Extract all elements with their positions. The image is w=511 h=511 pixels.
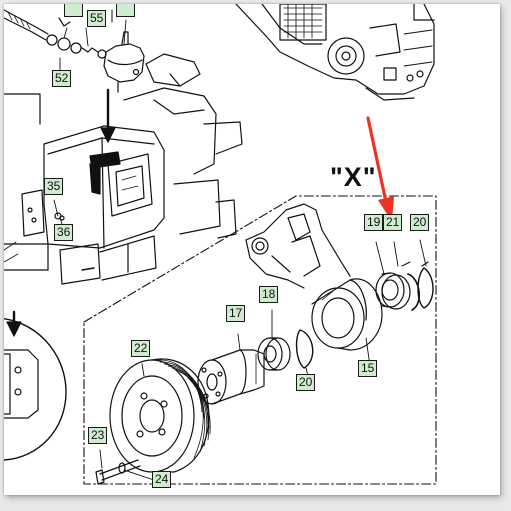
- tensioner-bracket: [245, 203, 351, 289]
- callout-20-middle[interactable]: 20: [296, 374, 316, 391]
- callout-36[interactable]: 36: [54, 224, 74, 241]
- view-x-label: "X": [330, 162, 377, 192]
- callout-55-left[interactable]: [64, 4, 83, 17]
- callout-21[interactable]: 21: [383, 214, 403, 231]
- detail-view-dashed-frame: [83, 195, 437, 485]
- callout-15[interactable]: 15: [358, 360, 378, 377]
- bolt-parts-35-36: [54, 212, 65, 221]
- exploded-view-drawing: [4, 4, 437, 485]
- bearing-part-19: [375, 272, 411, 310]
- callout-55[interactable]: 55: [87, 10, 107, 27]
- callout-35[interactable]: 35: [44, 178, 64, 195]
- pulley-housing-part-15: [311, 278, 383, 351]
- callout-22[interactable]: 22: [131, 340, 151, 357]
- shaft-part-17: [197, 349, 265, 405]
- black-pointer-arrow: [89, 88, 121, 169]
- bearing-part-18: [257, 337, 291, 371]
- callout-52[interactable]: 52: [52, 70, 72, 87]
- callout-18[interactable]: 18: [259, 286, 279, 303]
- callout-top-cut[interactable]: [116, 4, 135, 17]
- callout-19[interactable]: 19: [364, 214, 384, 231]
- parts-diagram-sheet: "X" 55 52 35 36 19 21 20 17 18 15 20 22 …: [4, 4, 500, 495]
- callout-23[interactable]: 23: [88, 427, 108, 444]
- circlip-part-20-top: [417, 261, 434, 309]
- callout-17[interactable]: 17: [226, 305, 246, 322]
- circlip-part-21: [401, 261, 420, 311]
- callout-20-top[interactable]: 20: [410, 214, 430, 231]
- circlip-part-20-middle: [295, 329, 314, 369]
- washer-part-24: [118, 462, 126, 474]
- engine-block-detail: [235, 4, 435, 101]
- bolt-part-23: [95, 459, 141, 485]
- pulley-part-22: [109, 358, 211, 473]
- callout-24[interactable]: 24: [152, 471, 172, 488]
- detail-magnifier-circle: [4, 310, 67, 461]
- accumulator-part: [103, 9, 145, 93]
